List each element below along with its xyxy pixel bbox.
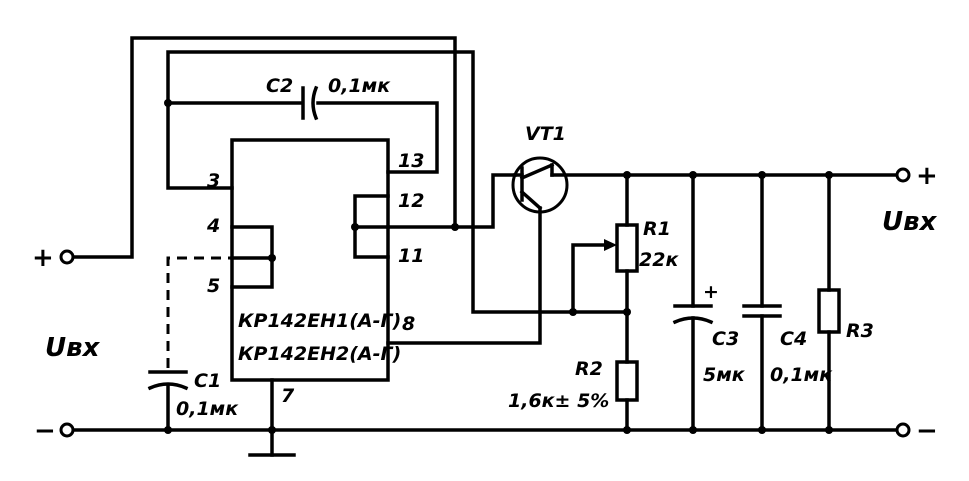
output-minus-sign: − <box>916 416 938 446</box>
c3-label: C3 <box>712 328 739 350</box>
input-minus-sign: − <box>34 416 56 446</box>
c2-wire <box>164 85 439 174</box>
output-plus-sign: + <box>916 161 938 191</box>
chip-name-line1: КР142ЕН1(А-Г) <box>238 310 401 332</box>
input-plus-terminal[interactable] <box>59 249 75 265</box>
r3-label: R3 <box>846 320 874 342</box>
pin12-11-bracket <box>351 194 390 259</box>
c3-polarity: + <box>703 281 719 303</box>
r2-label: R2 <box>575 358 603 380</box>
vt1-label: VT1 <box>525 123 566 145</box>
pin-4-label: 4 <box>206 215 220 237</box>
r1-label: R1 <box>643 218 671 240</box>
c4-label: C4 <box>780 328 807 350</box>
pin-5-label: 5 <box>207 275 220 297</box>
chip-name-line2: КР142ЕН2(А-Г) <box>238 343 401 365</box>
c4-value: 0,1мк <box>770 364 833 386</box>
r3-resistor <box>817 173 841 434</box>
pin8-wire <box>386 206 542 345</box>
input-plus-sign: + <box>32 243 54 273</box>
input-voltage-label: Uвх <box>45 333 101 363</box>
c3-value: 5мк <box>703 364 746 386</box>
input-minus-terminal[interactable] <box>59 422 75 438</box>
pin-13-label: 13 <box>398 150 424 172</box>
pin-11-label: 11 <box>398 245 424 267</box>
output-voltage-label: Uвх <box>882 207 938 237</box>
output-plus-terminal[interactable] <box>895 167 911 183</box>
c1-value: 0,1мк <box>176 398 239 420</box>
r2-resistor <box>615 360 639 434</box>
r2-value: 1,6к± 5% <box>508 390 609 412</box>
pin-8-label: 8 <box>402 313 415 335</box>
c4-capacitor <box>742 173 782 434</box>
c1-label: C1 <box>194 370 221 392</box>
c2-value: 0,1мк <box>328 75 391 97</box>
output-plus-rail <box>623 171 899 179</box>
input-plus-wire <box>71 36 457 259</box>
c3-capacitor <box>672 173 714 434</box>
c2-label: C2 <box>266 75 293 97</box>
pin-7-label: 7 <box>281 385 295 407</box>
ic-body <box>230 138 390 382</box>
chip-to-vt1-wire <box>386 173 517 231</box>
r1-potentiometer <box>569 173 639 364</box>
pin-12-label: 12 <box>398 190 424 212</box>
feedback-loop-wire <box>166 50 629 314</box>
r1-value: 22к <box>639 249 679 271</box>
c1-capacitor <box>147 256 272 434</box>
vt1-transistor <box>511 156 629 214</box>
pin-3-label: 3 <box>207 170 220 192</box>
output-minus-terminal[interactable] <box>895 422 911 438</box>
